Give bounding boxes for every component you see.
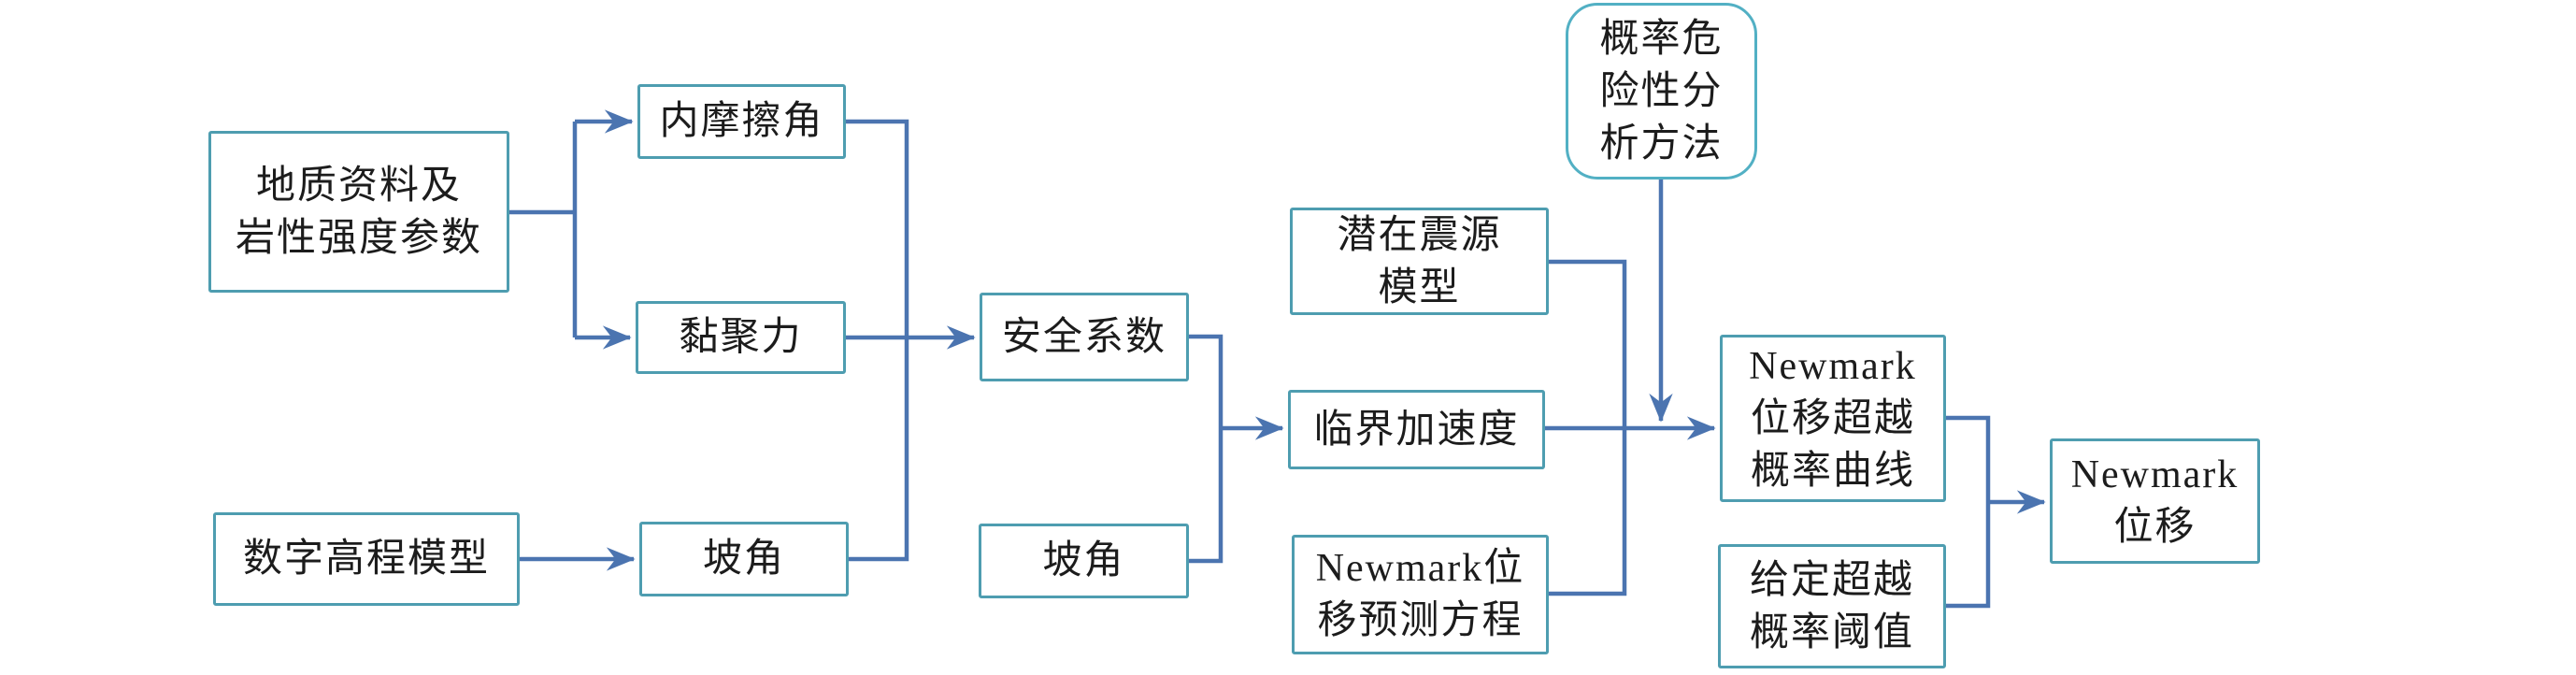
node-label: 位移超越 [1750, 396, 1915, 440]
node-label: 模型 [1378, 266, 1461, 309]
node-label: 析方法 [1599, 122, 1724, 165]
node-label: 数字高程模型 [242, 538, 490, 581]
node-label: 位移 [2113, 506, 2197, 549]
node-label: 概率曲线 [1750, 449, 1915, 493]
node-safety-factor: 安全系数 [980, 293, 1189, 381]
node-label: 移预测方程 [1317, 599, 1524, 642]
node-exceedance-curve: Newmark 位移超越 概率曲线 [1720, 335, 1946, 502]
edge-merge-out-rail [1946, 415, 1991, 609]
node-label: Newmark [1749, 344, 1917, 388]
node-label: 黏聚力 [679, 316, 803, 359]
node-friction-angle: 内摩擦角 [637, 84, 846, 159]
node-label: Newmark位 [1315, 547, 1525, 590]
node-newmark-displacement: Newmark 位移 [2050, 438, 2260, 564]
edge-merge-mid-rail [1189, 334, 1224, 564]
node-geo-data: 地质资料及 岩性强度参数 [208, 131, 509, 293]
node-slope-angle-1: 坡角 [639, 522, 849, 596]
node-label: 内摩擦角 [659, 100, 824, 143]
node-critical-acceleration: 临界加速度 [1288, 390, 1545, 469]
node-newmark-equation: Newmark位 移预测方程 [1292, 535, 1549, 654]
node-cohesion: 黏聚力 [636, 301, 846, 374]
node-label: 坡角 [1042, 539, 1125, 582]
node-probability-threshold: 给定超越 概率阈值 [1718, 544, 1946, 668]
node-label: 安全系数 [1001, 315, 1166, 359]
node-label: 概率危 [1599, 17, 1724, 61]
node-psha-method: 概率危 险性分 析方法 [1566, 3, 1757, 180]
node-label: 险性分 [1599, 69, 1724, 113]
node-label: 地质资料及 [255, 164, 462, 208]
node-label: 概率阈值 [1749, 610, 1914, 654]
node-label: 潜在震源 [1337, 213, 1502, 257]
node-seismic-source-model: 潜在震源 模型 [1290, 208, 1549, 315]
edge-geo-trunk [509, 122, 578, 338]
node-slope-angle-2: 坡角 [979, 524, 1189, 598]
node-label: 岩性强度参数 [235, 216, 482, 260]
node-label: 坡角 [702, 538, 785, 581]
node-label: Newmark [2070, 453, 2240, 496]
node-dem: 数字高程模型 [213, 512, 520, 606]
node-label: 给定超越 [1749, 558, 1914, 602]
node-label: 临界加速度 [1313, 408, 1520, 452]
edge-merge-left-rail [846, 119, 909, 562]
